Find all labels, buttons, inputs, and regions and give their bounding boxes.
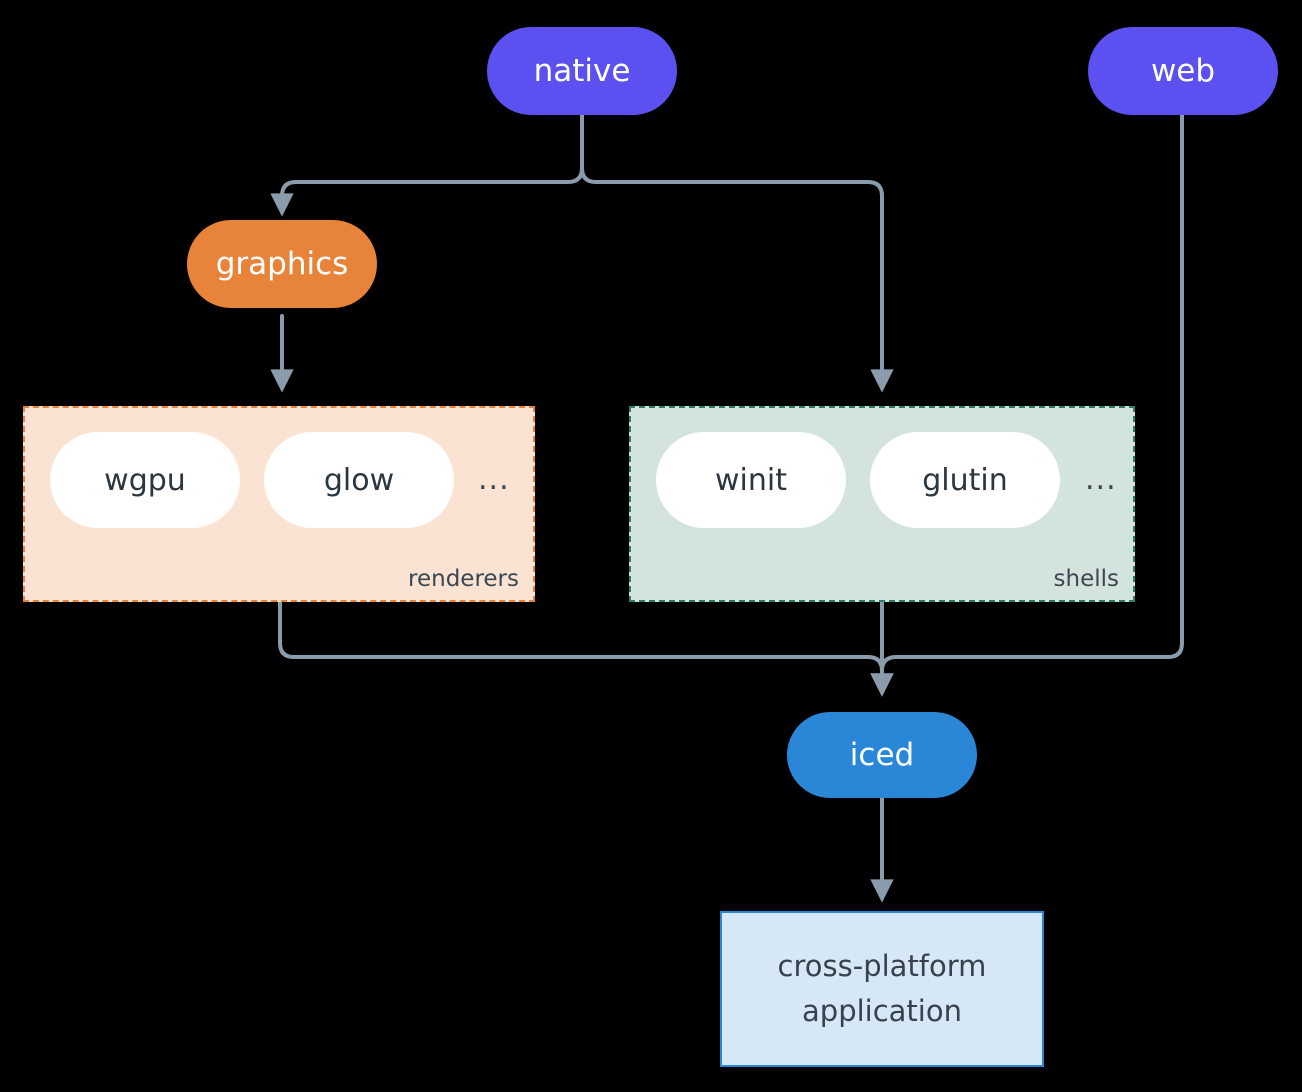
- node-application[interactable]: cross-platform application: [720, 911, 1044, 1067]
- node-web[interactable]: web: [1088, 27, 1278, 115]
- chip-glutin-label: glutin: [922, 462, 1008, 498]
- node-application-line1: cross-platform: [777, 949, 987, 984]
- node-iced-label: iced: [849, 737, 915, 773]
- edge-native-to-shells: [580, 166, 894, 393]
- shells-overflow-ellipsis: ...: [1085, 462, 1117, 497]
- chip-glow[interactable]: glow: [264, 432, 454, 528]
- edge-web-to-iced: [870, 111, 1184, 697]
- group-renderers-label: renderers: [408, 566, 519, 592]
- node-graphics[interactable]: graphics: [187, 220, 377, 308]
- edge-renderers-to-iced: [278, 600, 894, 697]
- node-iced[interactable]: iced: [787, 712, 977, 798]
- chip-glow-label: glow: [323, 462, 395, 498]
- chip-wgpu-label: wgpu: [104, 462, 186, 498]
- node-native-label: native: [533, 53, 631, 89]
- node-application-line2: application: [802, 994, 962, 1028]
- chip-glutin[interactable]: glutin: [870, 432, 1060, 528]
- renderers-overflow-ellipsis: ...: [478, 462, 510, 497]
- node-web-label: web: [1150, 53, 1216, 89]
- node-native[interactable]: native: [487, 27, 677, 115]
- edge-native-to-graphics: [270, 166, 584, 217]
- chip-winit-label: winit: [715, 462, 787, 498]
- group-shells-label: shells: [1053, 566, 1119, 592]
- chip-winit[interactable]: winit: [656, 432, 846, 528]
- node-graphics-label: graphics: [215, 246, 349, 282]
- chip-wgpu[interactable]: wgpu: [50, 432, 240, 528]
